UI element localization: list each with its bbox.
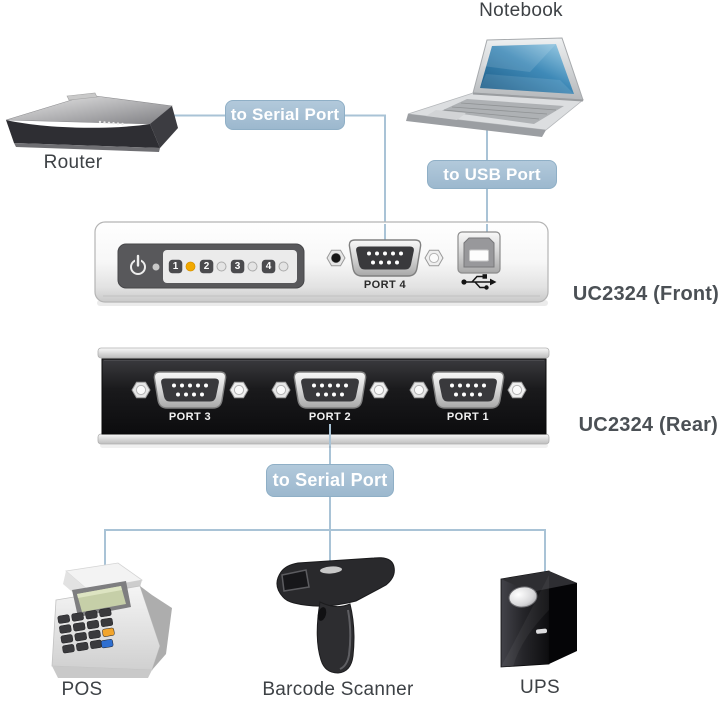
notebook-label: Notebook [479,0,563,21]
ups-logo-oval [508,586,538,608]
led-channel-1-active [185,261,196,272]
ups-illustration [500,570,577,668]
ups-label: UPS [520,677,560,698]
led-indicator-panel [117,243,305,289]
led-channel-2 [216,261,227,272]
port3-label: PORT 3 [168,411,212,423]
pos-label: POS [61,679,103,700]
uc2324-rear-panel [97,347,550,448]
serial-port-4-connector [326,239,444,277]
led-channel-label-1: 1 [172,261,179,272]
pos-keypad [57,607,115,654]
usb-icon [461,274,497,290]
router-label: Router [43,152,103,173]
led-channel-label-4: 4 [265,261,272,272]
led-channel-3 [247,261,258,272]
pos-illustration [51,562,172,678]
port4-label: PORT 4 [363,279,407,291]
power-led [152,263,160,271]
power-icon [130,254,146,275]
uc2324-front-panel [94,221,549,306]
port2-label: PORT 2 [308,411,352,423]
led-channel-label-2: 2 [203,261,210,272]
notebook-illustration [406,37,585,137]
router-illustration [5,92,178,152]
port1-label: PORT 1 [446,411,490,423]
rear-panel-label: UC2324 (Rear) [578,414,718,436]
led-channel-label-3: 3 [234,261,241,272]
router-leds [98,120,124,126]
channel-badges [168,259,276,274]
to-serial-port-badge-bottom: to Serial Port [266,464,394,497]
to-serial-port-badge-top: to Serial Port [225,100,345,130]
led-channel-4 [278,261,289,272]
usb-b-port [457,231,501,274]
barcode-scanner-illustration [276,557,395,674]
front-panel-label: UC2324 (Front) [572,283,719,305]
barcode-scanner-label: Barcode Scanner [262,679,414,700]
to-usb-port-badge: to USB Port [427,160,557,189]
